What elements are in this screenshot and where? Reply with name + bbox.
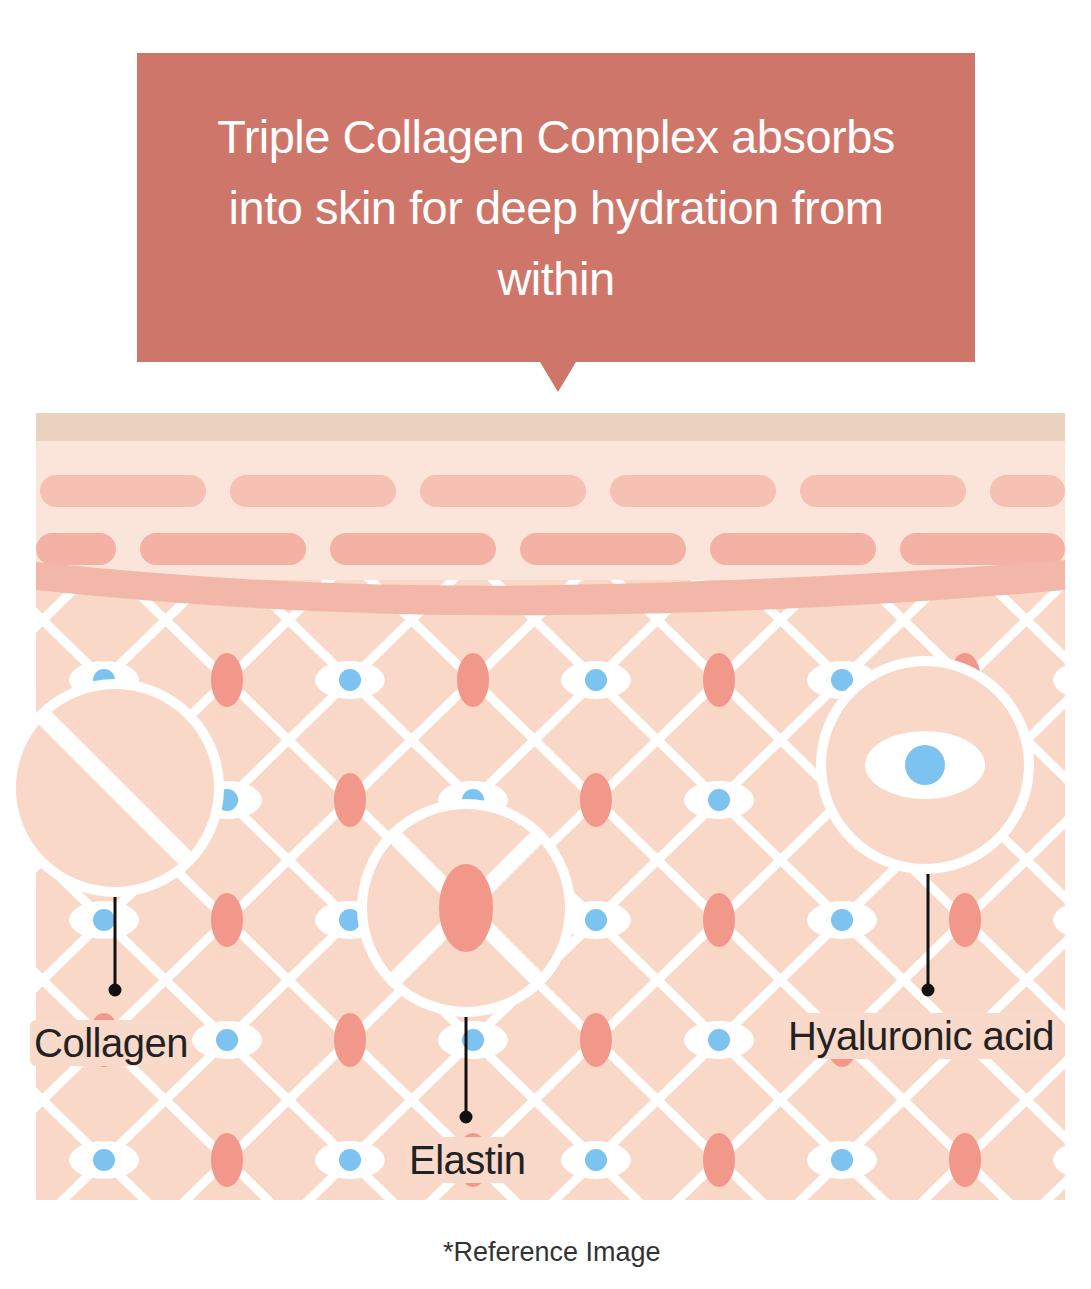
- caption: *Reference Image: [443, 1236, 661, 1268]
- fiber-lattice: [36, 580, 1065, 1200]
- callout-pointer: [540, 362, 576, 392]
- elastin-magnifier: [362, 804, 570, 1012]
- epidermis-cells: [36, 475, 1065, 565]
- hyaluronic-magnifier: [821, 661, 1029, 869]
- skin-surface: [36, 413, 1065, 441]
- banner-text: Triple Collagen Complex absorbs into ski…: [216, 101, 896, 314]
- callout-banner: Triple Collagen Complex absorbs into ski…: [137, 53, 975, 362]
- part-label: Collagen: [30, 1020, 192, 1066]
- leader-lines: [110, 874, 933, 1122]
- basement-membrane: [36, 560, 1065, 615]
- part-label: Hyaluronic acid: [784, 1013, 1058, 1059]
- part-label: Elastin: [405, 1137, 530, 1183]
- collagen-magnifier: [11, 684, 219, 892]
